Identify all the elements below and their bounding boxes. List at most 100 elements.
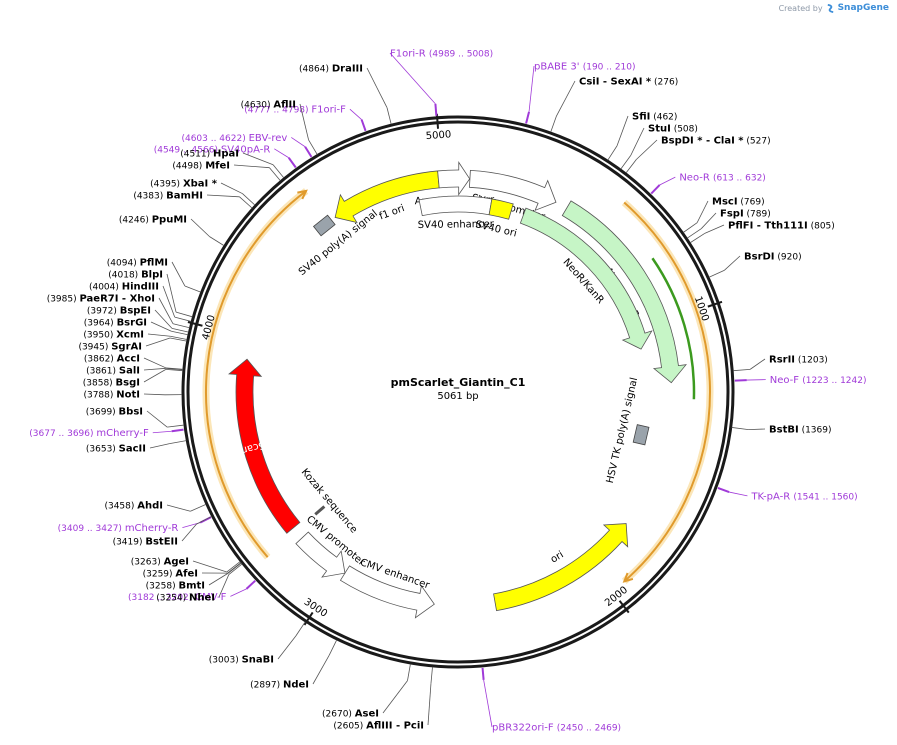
- site-leader: [242, 194, 255, 206]
- sv40-ori-label: SV40 ori: [474, 219, 518, 239]
- site-label-xbai: (4395) XbaI *: [150, 179, 218, 190]
- hsv-tk-poly-a-signal-box: [633, 425, 649, 445]
- site-label-bsrgi: (3964) BsrGI: [84, 318, 147, 329]
- snapgene-logo-icon: [826, 4, 835, 13]
- site-leader: [191, 219, 210, 237]
- sv40-enhancer-arrow: [419, 196, 492, 216]
- site-label-sacii: (3653) SacII: [86, 444, 146, 455]
- primer-leader: [274, 149, 288, 158]
- site-leader: [273, 165, 284, 178]
- site-leader: [428, 684, 431, 725]
- site-leader: [621, 155, 631, 169]
- site-leader: [170, 336, 187, 339]
- primer-mark: [362, 120, 366, 131]
- site-leader: [148, 334, 170, 336]
- site-label-hpai: (4511) HpaI: [180, 149, 239, 160]
- primer-mark: [718, 488, 729, 492]
- site-leader: [167, 505, 190, 511]
- site-leader: [732, 427, 749, 429]
- sv40-poly-a-signal-label: SV40 poly(A) signal: [297, 208, 380, 278]
- site-label-stui: StuI (508): [648, 124, 698, 135]
- site-leader: [228, 563, 241, 574]
- site-label-afliii: (2605) AflIII - PciI: [333, 721, 424, 732]
- site-leader: [631, 128, 644, 155]
- primer-mark: [526, 112, 529, 124]
- site-leader: [175, 317, 191, 321]
- primer-leader: [350, 109, 362, 119]
- site-label-ahdi: (3458) AhdI: [104, 501, 163, 512]
- site-leader: [173, 324, 190, 328]
- site-leader: [193, 561, 227, 572]
- primer-mark: [483, 668, 484, 680]
- site-label-pflfi: PflFI - Tth111I (805): [728, 221, 835, 232]
- site-leader: [683, 223, 697, 233]
- site-label-bspdi: BspDI * - ClaI * (527): [661, 136, 771, 147]
- site-leader: [159, 298, 173, 324]
- primer-leader: [230, 589, 246, 596]
- site-leader: [749, 429, 765, 430]
- site-leader: [551, 116, 557, 132]
- site-label-afei: (3259) AfeI: [143, 569, 198, 580]
- primer-mark: [289, 158, 296, 168]
- site-label-sfii: SfiI (462): [632, 112, 677, 123]
- primer-label-pbr322ori-f: pBR322ori-F (2450 .. 2469): [492, 723, 621, 734]
- site-leader: [239, 197, 252, 208]
- primer-label-neo-f: Neo-F (1223 .. 1242): [770, 375, 867, 386]
- primer-mark: [435, 104, 436, 116]
- site-label-bstbi: BstBI (1369): [769, 425, 832, 436]
- site-label-noti: (3788) NotI: [83, 390, 140, 401]
- site-label-csii: CsiI - SexAI * (276): [579, 77, 678, 88]
- primer-leader: [390, 53, 435, 104]
- primer-mark: [246, 581, 255, 589]
- site-leader: [313, 655, 329, 684]
- site-leader: [210, 237, 224, 246]
- tick-label: 5000: [425, 129, 451, 142]
- site-leader: [182, 524, 196, 541]
- site-label-agei: (3263) AgeI: [131, 557, 189, 568]
- site-leader: [701, 213, 716, 229]
- primer-mark: [305, 147, 311, 157]
- site-leader: [147, 411, 167, 427]
- site-leader: [167, 425, 184, 427]
- site-leader: [556, 81, 575, 116]
- site-label-bsteii: (3419) BstEII: [113, 537, 178, 548]
- site-leader: [626, 160, 636, 173]
- site-leader: [163, 286, 175, 317]
- primer-label-f1ori-r: F1ori-R (4989 .. 5008): [390, 49, 493, 60]
- site-leader: [221, 183, 242, 194]
- site-leader: [367, 68, 387, 108]
- site-leader: [329, 640, 336, 655]
- site-leader: [383, 681, 408, 713]
- site-leader: [387, 108, 391, 124]
- site-label-rsrii: RsrII (1203): [769, 355, 828, 366]
- site-label-mfei: (4498) MfeI: [172, 161, 230, 172]
- site-leader: [408, 664, 411, 681]
- kozak-sequence-mark: [315, 507, 324, 515]
- site-label-xcmi: (3950) XcmI: [83, 330, 144, 341]
- site-leader: [144, 394, 165, 395]
- site-leader: [709, 270, 724, 277]
- site-leader: [431, 667, 433, 684]
- tick-mark: [437, 114, 438, 129]
- site-label-draiii: (4864) DraIII: [299, 64, 363, 75]
- site-label-bspei: (3972) BspEI: [87, 306, 151, 317]
- site-leader: [724, 256, 740, 270]
- site-leader: [146, 338, 170, 346]
- site-leader: [176, 312, 192, 317]
- site-leader: [733, 369, 750, 370]
- site-leader: [636, 140, 657, 160]
- site-leader: [144, 369, 166, 382]
- site-leader: [296, 622, 305, 636]
- site-label-ndei: (2897) NdeI: [250, 680, 309, 691]
- brand-text: SnapGene: [838, 3, 889, 13]
- site-label-paer7i: (3985) PaeR7I - XhoI: [47, 294, 155, 305]
- ampr-promoter-arrow: [438, 162, 470, 194]
- site-label-bmti: (3258) BmtI: [146, 581, 205, 592]
- site-label-acci: (3862) AccI: [84, 354, 140, 365]
- site-leader: [608, 146, 617, 160]
- site-leader: [196, 516, 211, 524]
- primer-label-neo-r: Neo-R (613 .. 632): [679, 173, 766, 184]
- credit-text: Created by: [779, 4, 823, 13]
